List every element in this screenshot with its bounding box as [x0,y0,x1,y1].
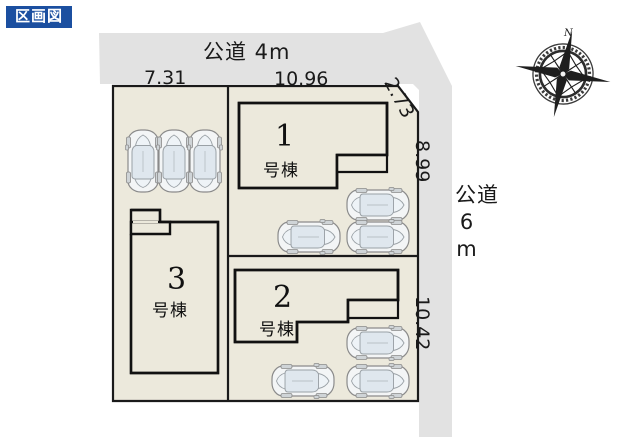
lot-1-number: 1 [275,119,295,154]
lot-2-number: 2 [273,280,293,315]
dimension-north-frontage-lot3: 7.31 [144,67,187,89]
figure-type-badge: 区画図 [6,6,73,28]
lot-3-parking [124,129,224,193]
public-road-area [99,22,452,437]
dimension-east-frontage-lot2: 10.42 [411,296,433,351]
lot-3-suffix: 号棟 [152,301,188,321]
figure-type-badge-label: 区画図 [15,7,64,25]
road-label-right-line1: 公道 [455,183,499,207]
road-label-top: 公道 4m [203,40,291,64]
compass-north-label: N [564,28,573,39]
lot-1-parcel[interactable] [237,101,389,190]
lot-3-number: 3 [167,262,187,297]
dimension-north-frontage-lot1: 10.96 [274,68,329,90]
compass-rose-icon [515,30,611,118]
lot-1-suffix: 号棟 [263,161,299,181]
road-label-right-line2: 6 [459,210,475,234]
dimension-east-frontage-lot1: 8.99 [411,140,433,183]
road-label-right-line3: m [456,237,478,261]
lot-2-parcel[interactable] [233,268,400,344]
lot-dividers [226,86,418,401]
lot-2-suffix: 号棟 [259,320,295,340]
lot-3-parcel[interactable] [129,208,220,375]
